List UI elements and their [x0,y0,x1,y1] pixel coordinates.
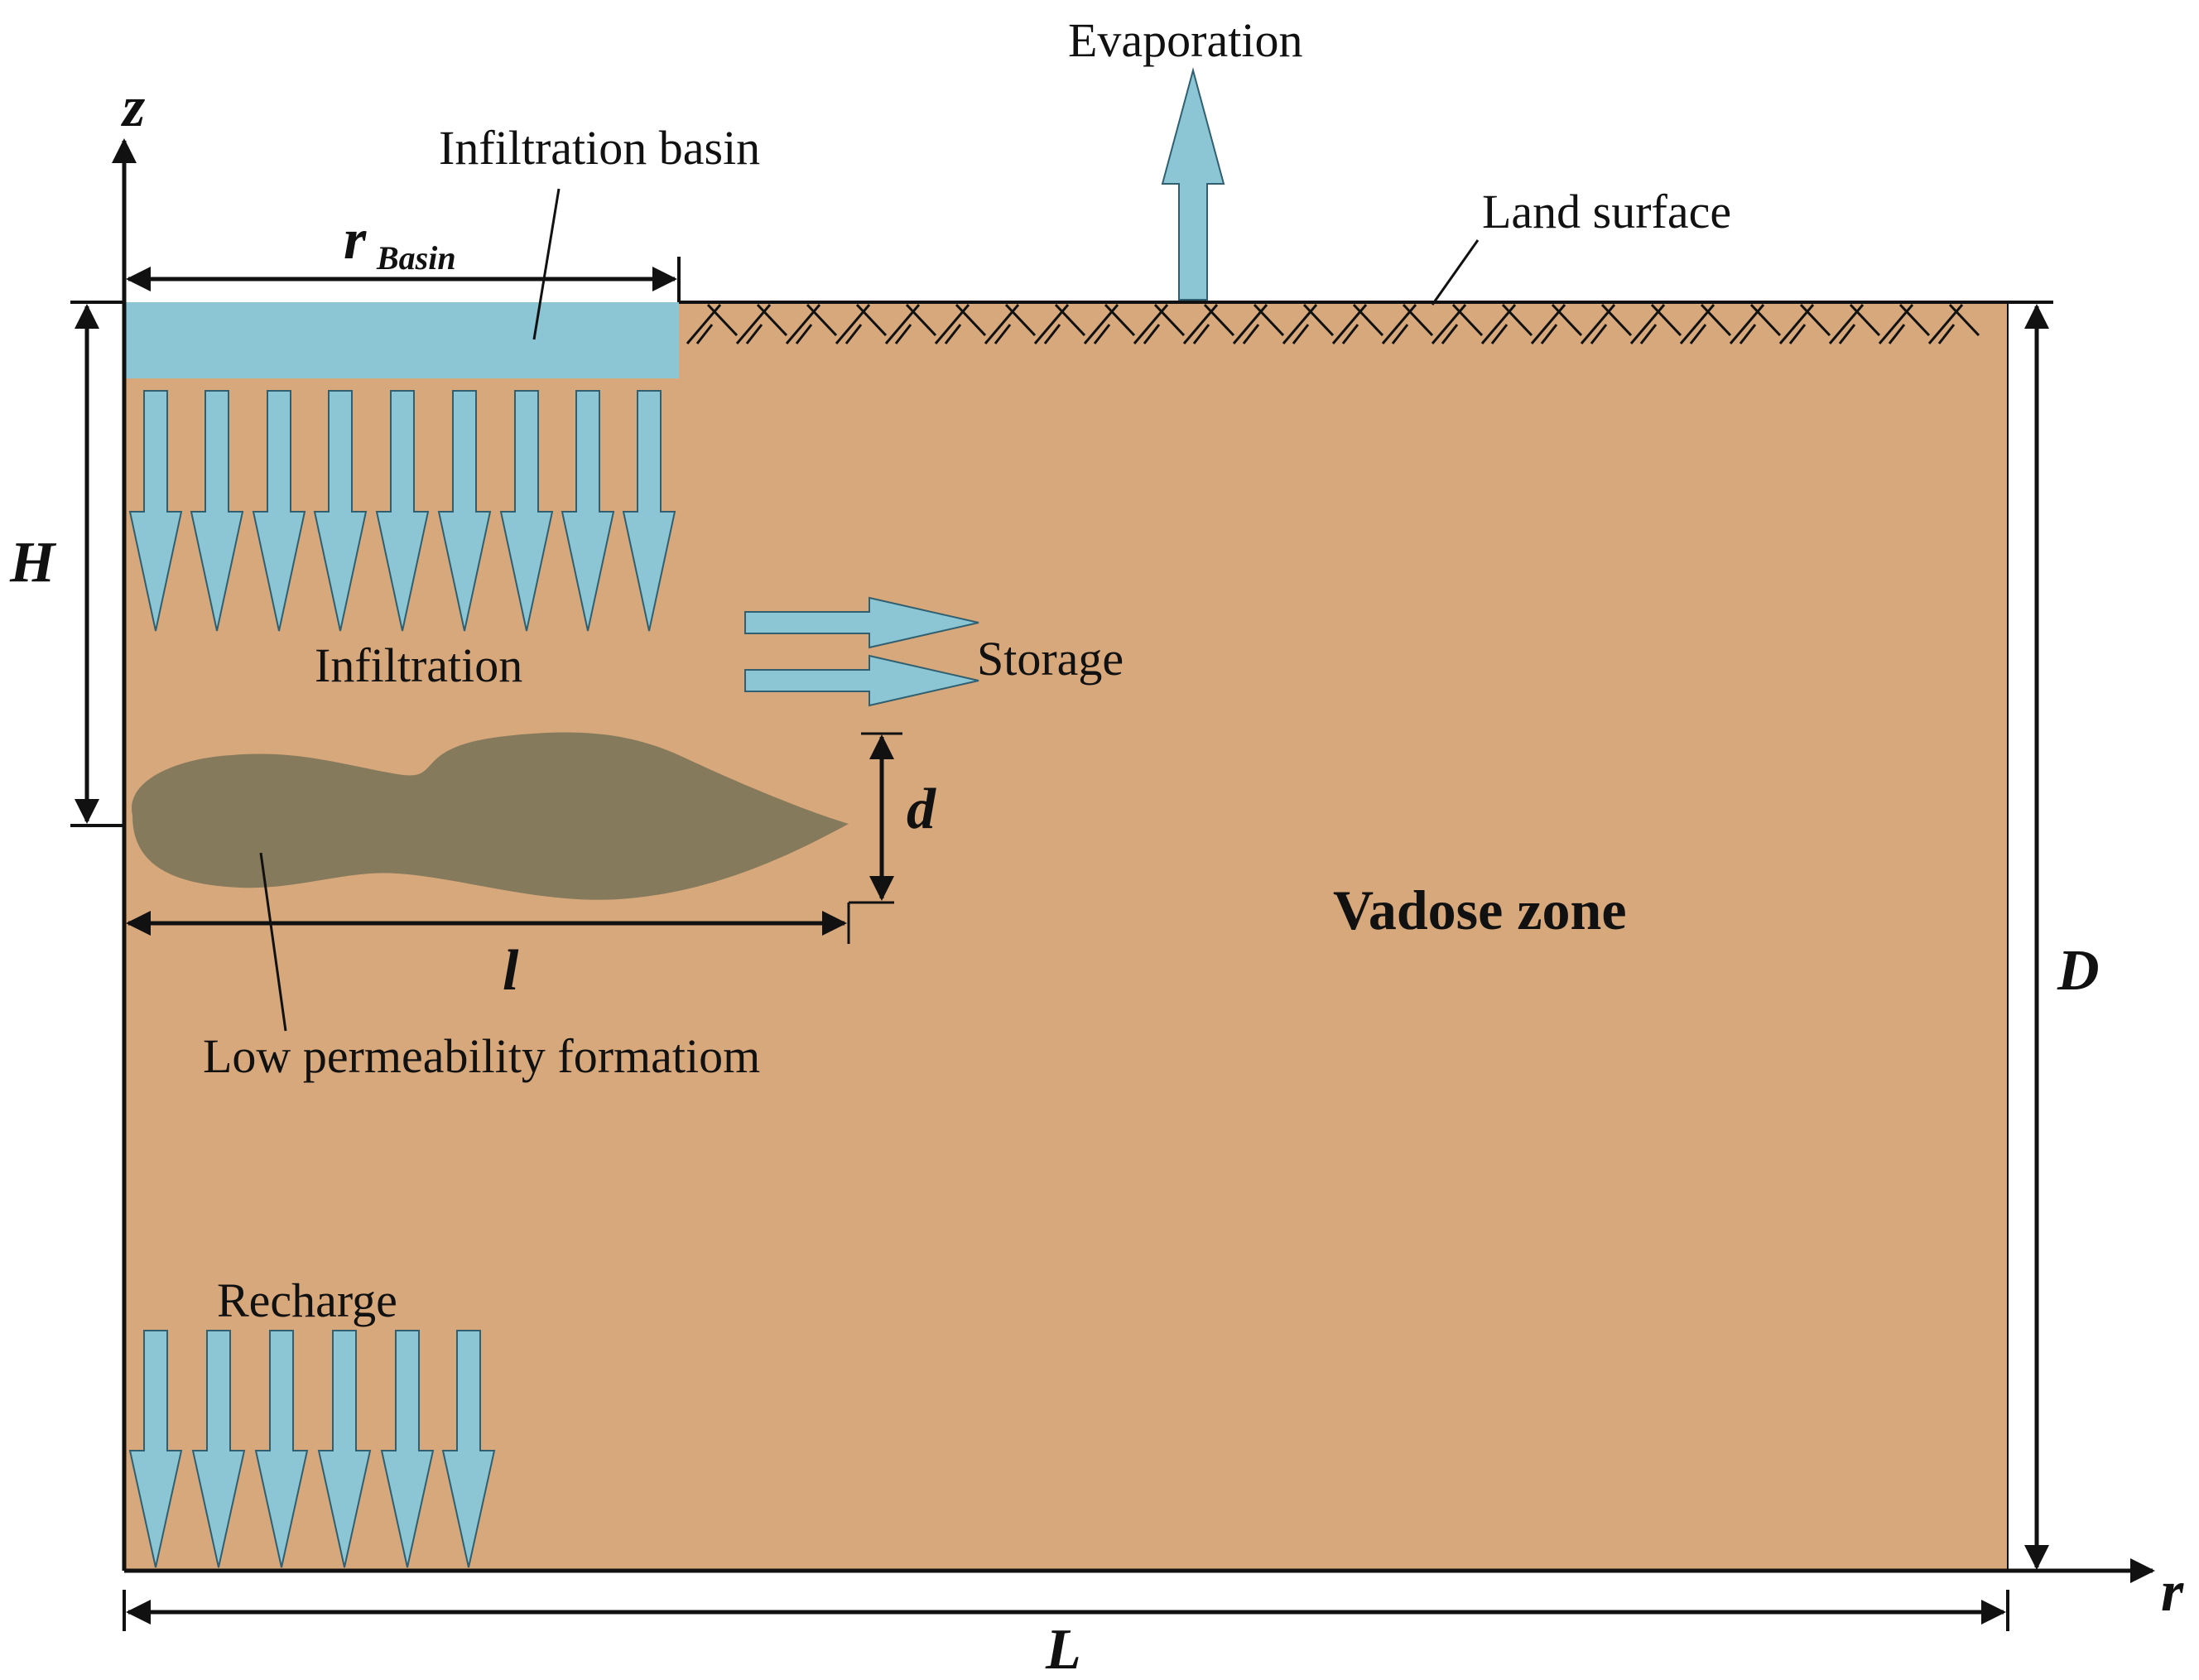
evaporation-label: Evaporation [1068,13,1302,67]
land-surface-label: Land surface [1482,185,1731,238]
l-outer-symbol: L [1045,1618,1081,1680]
vadose-zone-label: Vadose zone [1333,879,1627,941]
hatch-mark [1501,303,1533,337]
hatch-mark [1689,324,1707,344]
hatch-mark [1639,324,1658,344]
r-basin-symbol: r [344,208,367,272]
land-surface-leader [1431,239,1480,306]
hatch-mark [1253,303,1285,337]
hatch-mark [1143,324,1161,344]
hatch-mark [905,303,937,337]
hatch-mark [1849,303,1881,337]
hatch-mark [1898,303,1931,337]
infiltration-arrow [437,390,492,632]
evaporation-up-arrow [1161,67,1225,301]
recharge-arrow [380,1330,435,1568]
recharge-arrow [317,1330,372,1568]
hatch-mark [944,324,962,344]
hatch-mark [1192,324,1210,344]
low-permeability-leader [259,852,287,1032]
hatch-mark [1153,303,1186,337]
hatch-mark [1838,324,1856,344]
hatch-mark [1093,324,1111,344]
infiltration-arrow [252,390,306,632]
infiltration-arrow [190,390,244,632]
hatch-mark [1451,303,1484,337]
low-permeability-label: Low permeability formatiom [203,1029,760,1083]
infiltration-basin-label: Infiltration basin [439,121,760,175]
z-axis-symbol: z [121,75,145,139]
hatch-mark [1700,303,1732,337]
recharge-arrow [191,1330,246,1568]
hatch-mark [1490,324,1509,344]
hatch-mark [1948,303,1980,337]
recharge-label: Recharge [217,1273,397,1327]
recharge-arrow [128,1330,183,1568]
hatch-mark [1402,303,1434,337]
hatch-mark [1203,303,1235,337]
hatch-mark [1352,303,1384,337]
storage-arrow [744,654,979,707]
storage-label: Storage [977,632,1124,686]
recharge-arrow [441,1330,496,1568]
hatch-mark [894,324,912,344]
infiltration-arrow [561,390,615,632]
hatch-mark [1739,324,1757,344]
hatch-mark [994,324,1012,344]
hatch-mark [1341,324,1359,344]
hatch-mark [745,324,763,344]
d-outer-symbol: D [2057,939,2100,1003]
hatch-mark [1749,303,1782,337]
evaporation-arrow [1161,67,1225,301]
hatch-mark [1590,324,1608,344]
hatch-mark [1054,303,1086,337]
hatch-mark [1788,324,1807,344]
infiltration-arrow [313,390,368,632]
hatch-mark [844,324,863,344]
infiltration-basin-leader [532,188,561,340]
hatch-mark [1302,303,1335,337]
hatch-mark [1600,303,1633,337]
hatch-mark [1888,324,1906,344]
land-surface-hatching [686,303,1980,344]
infiltration-arrow [622,390,676,632]
hatch-mark [695,324,714,344]
hatch-mark [1799,303,1831,337]
low-permeability-formation [132,732,849,900]
hatch-mark [806,303,838,337]
storage-arrows [744,596,979,707]
hatch-mark [1391,324,1409,344]
hatch-mark [1937,324,1956,344]
infiltration-arrows [128,390,676,632]
hatch-mark [1104,303,1136,337]
hatch-mark [1043,324,1061,344]
r-basin-subscript: Basin [376,239,456,277]
vadose-zone-soil [124,302,2008,1571]
infiltration-arrow [499,390,554,632]
l-formation-symbol: l [503,939,519,1003]
infiltration-arrow [128,390,183,632]
r-axis-symbol: r [2161,1560,2184,1624]
hatch-mark [855,303,888,337]
hatch-mark [955,303,987,337]
hatch-mark [1004,303,1037,337]
hatch-mark [756,303,788,337]
d-formation-symbol: d [907,777,936,841]
hatch-mark [1441,324,1459,344]
infiltration-arrow [375,390,430,632]
h-symbol: H [9,531,57,594]
recharge-arrows [128,1330,496,1568]
infiltration-label: Infiltration [315,638,522,692]
recharge-arrow [254,1330,309,1568]
hatch-mark [1540,324,1558,344]
hatch-mark [1650,303,1682,337]
hatch-mark [1242,324,1260,344]
hatch-mark [1292,324,1310,344]
storage-arrow [744,596,979,649]
hatch-mark [706,303,739,337]
hatch-mark [1551,303,1583,337]
hatch-mark [795,324,813,344]
infiltration-basin-water [124,302,679,378]
